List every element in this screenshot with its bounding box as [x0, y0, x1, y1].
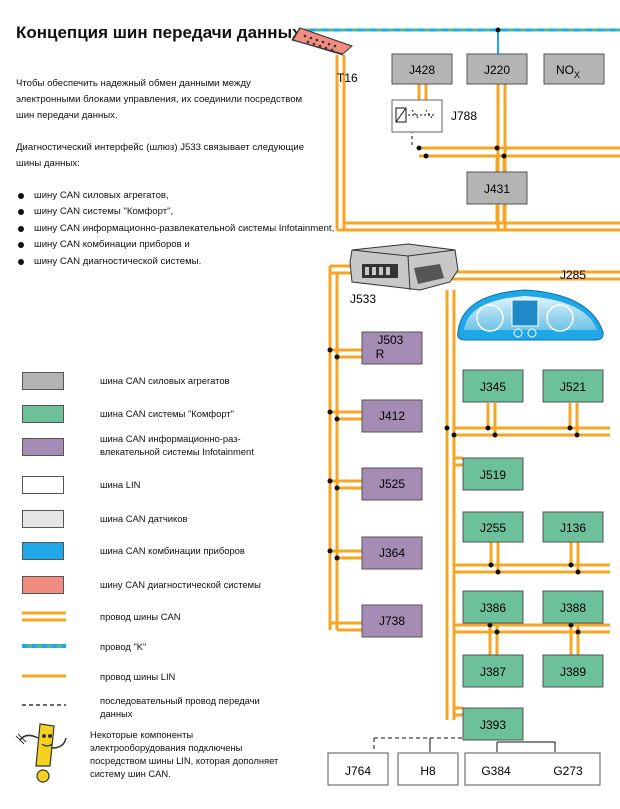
- k-wire-icon: [22, 644, 66, 648]
- serial-wire-icon: [22, 704, 66, 706]
- nox-label: NO: [556, 63, 574, 77]
- cluster-label: J285: [560, 268, 586, 282]
- ecu-label: J136: [560, 521, 586, 535]
- legend-label: шину CAN диагностической системы: [100, 579, 261, 590]
- can-wires: [328, 55, 620, 720]
- bus-list-item: шину CAN силовых агрегатов,: [16, 188, 334, 204]
- legend-swatch: [22, 476, 64, 494]
- legend-label: провод шины LIN: [100, 671, 176, 682]
- intro-text: Чтобы обеспечить надежный обмен данными …: [16, 78, 303, 121]
- lin-units: J764 H8 G384 G273: [327, 752, 601, 786]
- ecu-label: J519: [480, 468, 506, 482]
- connector-label: T16: [337, 71, 358, 85]
- can-wire-icon: [22, 611, 66, 622]
- legend-label: провод шины CAN: [100, 611, 181, 622]
- ecu-label: J525: [379, 477, 405, 491]
- bus-list-item: шину CAN комбинации приборов и: [16, 237, 334, 253]
- ecu-label: J388: [560, 601, 586, 615]
- page-title: Концепция шин передачи данных: [16, 23, 302, 42]
- legend-serial-wire: последовательный провод передачи данных: [22, 690, 292, 720]
- powertrain-units: J428 J220 NOX J431: [391, 53, 605, 205]
- bus-list-item: шину CAN диагностической системы.: [16, 254, 334, 270]
- infotainment-units: J503 R J412 J525 J364 J738: [361, 331, 423, 638]
- legend-can-wire: провод шины CAN: [22, 606, 292, 630]
- ecu-label: J521: [560, 380, 586, 394]
- ecu-label: J738: [379, 614, 405, 628]
- legend-diagnostic: шину CAN диагностической системы: [22, 574, 292, 598]
- legend-label: шина LIN: [100, 479, 141, 490]
- ecu-label: J255: [480, 521, 506, 535]
- diagnostic-connector: [291, 27, 353, 56]
- wire-junctions: [327, 145, 581, 635]
- ecu-label: J428: [409, 63, 435, 77]
- ecu-label: H8: [420, 764, 436, 778]
- ecu-label: J412: [379, 409, 405, 423]
- legend-swatch: [22, 510, 64, 528]
- ecu-label: J387: [480, 665, 506, 679]
- legend-swatch: [22, 438, 64, 456]
- legend-swatch: [22, 576, 64, 594]
- info-mascot-icon: [15, 723, 67, 783]
- ecu-label: J393: [480, 718, 506, 732]
- legend-comfort: шина CAN системы "Комфорт": [22, 403, 292, 427]
- ecu-label: J220: [484, 63, 510, 77]
- legend-cluster: шина CAN комбинации приборов: [22, 540, 292, 564]
- legend-infotainment: шина CAN информационно-раз-влекательной …: [22, 433, 292, 460]
- comfort-units: J345 J521 J519 J255 J136 J386 J388 J387 …: [462, 369, 604, 741]
- legend-powertrain: шина CAN силовых агрегатов: [22, 370, 292, 394]
- ecu-label: J345: [480, 380, 506, 394]
- legend-label: шина CAN информационно-раз-влекательной …: [100, 433, 254, 457]
- bus-list-item: шину CAN информационно-развлекательной с…: [16, 221, 334, 237]
- ecu-label: J431: [484, 182, 510, 196]
- gateway-text: Диагностический интерфейс (шлюз) J533 св…: [16, 142, 305, 169]
- ecu-label: NOX: [556, 63, 580, 80]
- note-text: Некоторые компоненты электрооборудования…: [90, 729, 279, 779]
- legend-label: провод "K": [100, 641, 147, 652]
- legend-label: шина CAN системы "Комфорт": [100, 408, 234, 419]
- ecu-label: J364: [379, 546, 405, 560]
- gateway-label: J533: [350, 292, 376, 306]
- legend-swatch: [22, 542, 64, 560]
- bus-list: шину CAN силовых агрегатов, шину CAN сис…: [16, 188, 334, 270]
- legend-k-wire: провод "K": [22, 636, 292, 660]
- legend-label: шина CAN силовых агрегатов: [100, 375, 230, 386]
- legend-label: шина CAN комбинации приборов: [100, 545, 245, 556]
- k-line: [298, 27, 620, 54]
- relay-label: J788: [451, 109, 477, 123]
- gateway-module: [349, 243, 459, 291]
- bus-list-item: шину CAN системы "Комфорт",: [16, 204, 334, 220]
- ecu-label: J386: [480, 601, 506, 615]
- legend-lin-wire: провод шины LIN: [22, 666, 292, 690]
- ecu-label: J389: [560, 665, 586, 679]
- nox-subscript: X: [574, 70, 580, 80]
- legend-swatch: [22, 405, 64, 423]
- ecu-label: G273: [553, 764, 583, 778]
- legend-lin: шина LIN: [22, 474, 292, 498]
- legend-sensor: шина CAN датчиков: [22, 508, 292, 532]
- ecu-label: G384: [481, 764, 511, 778]
- lin-wire-icon: [22, 674, 66, 678]
- legend-label: шина CAN датчиков: [100, 513, 188, 524]
- ecu-label: J503 R: [376, 333, 407, 361]
- instrument-cluster: [457, 289, 604, 341]
- legend-label: последовательный провод передачи данных: [100, 695, 260, 719]
- legend-swatch: [22, 372, 64, 390]
- relay: [391, 99, 443, 133]
- ecu-label: J764: [345, 764, 371, 778]
